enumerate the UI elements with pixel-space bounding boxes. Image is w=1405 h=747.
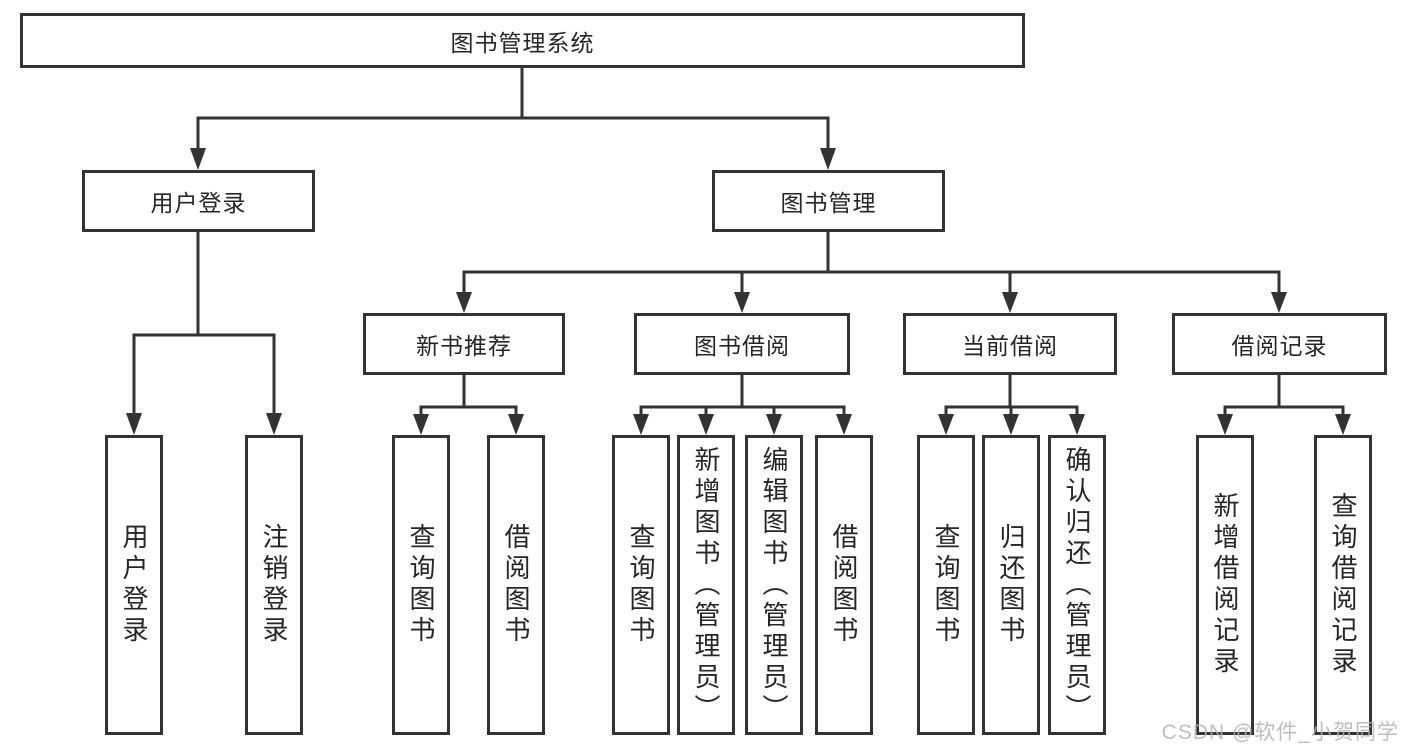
leaf-cb-confirm-return-admin: 确认归还（管理员） <box>1048 435 1106 735</box>
connector-current-borrow-to-leaves <box>938 374 1085 435</box>
node-current-borrowing: 当前借阅 <box>903 313 1117 375</box>
connector-book-mgmt-to-level3 <box>456 231 1287 313</box>
leaf-bb-add-books-admin: 新增图书（管理员） <box>677 435 735 735</box>
connector-new-book-rec-to-leaves <box>413 374 524 435</box>
leaf-cb-query-books: 查询图书 <box>917 435 975 735</box>
node-root-system: 图书管理系统 <box>20 13 1025 68</box>
leaf-bb-borrow-books: 借阅图书 <box>815 435 873 735</box>
node-book-borrowing: 图书借阅 <box>634 313 850 375</box>
leaf-br-query-record: 查询借阅记录 <box>1314 435 1372 735</box>
leaf-bb-query-books: 查询图书 <box>612 435 670 735</box>
node-user-login: 用户登录 <box>82 170 315 232</box>
leaf-br-add-record: 新增借阅记录 <box>1196 435 1254 735</box>
node-new-book-recommend: 新书推荐 <box>363 313 565 375</box>
leaf-bb-edit-books-admin: 编辑图书（管理员） <box>745 435 803 735</box>
connector-root-to-level2 <box>190 66 836 170</box>
node-book-management: 图书管理 <box>712 170 945 232</box>
connector-user-login-to-leaves <box>126 231 282 435</box>
leaf-user-login: 用户登录 <box>105 435 163 735</box>
leaf-logout: 注销登录 <box>245 435 303 735</box>
leaf-nbr-borrow-books: 借阅图书 <box>487 435 545 735</box>
node-borrow-records: 借阅记录 <box>1172 313 1387 375</box>
csdn-watermark: CSDN @软件_小贺同学 <box>1161 721 1399 744</box>
leaf-cb-return-books: 归还图书 <box>982 435 1040 735</box>
connector-borrow-records-to-leaves <box>1217 374 1351 435</box>
leaf-nbr-query-books: 查询图书 <box>392 435 450 735</box>
connector-book-borrow-to-leaves <box>633 374 852 435</box>
